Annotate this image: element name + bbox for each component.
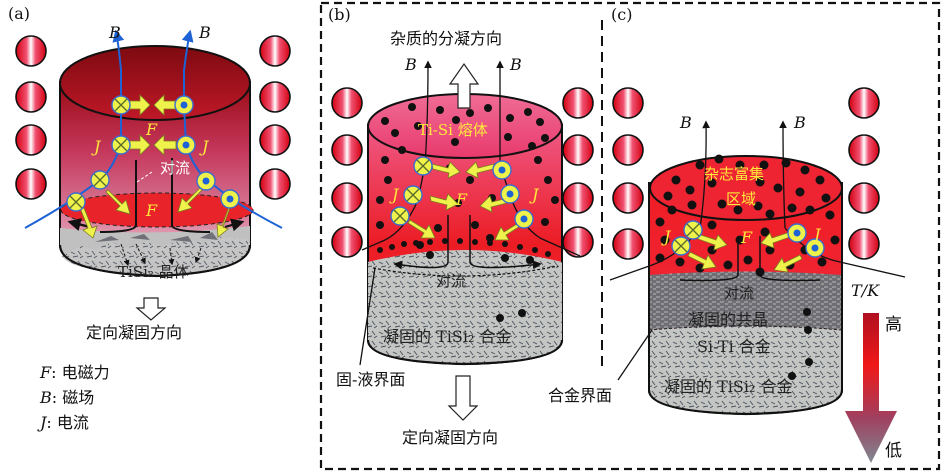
label-melt: Ti-Si 熔体: [418, 121, 488, 139]
current-out-of-page-icon: [220, 189, 240, 209]
label-B-left-b: B: [404, 55, 417, 74]
label-B-right-b: B: [509, 55, 522, 74]
label-F-top-a: F: [145, 120, 158, 139]
current-out-of-page-icon: [174, 95, 194, 115]
current-into-page-icon: [390, 206, 410, 226]
current-out-of-page-icon: [492, 160, 512, 180]
panel-c-tag: (c): [611, 5, 632, 24]
current-into-page-icon: [66, 192, 86, 212]
current-out-of-page-icon: [787, 223, 807, 243]
label-B-left-a: B: [108, 23, 121, 42]
label-solid-b: 凝固的 TiSi₂ 合金: [383, 327, 511, 346]
panel-b-tag: (b): [328, 5, 351, 24]
label-interface-b: 固-液界面: [336, 370, 405, 389]
label-J-left-b: J: [389, 185, 400, 204]
current-out-of-page-icon: [514, 209, 534, 229]
panel-b: (b) 杂质的分凝方向: [328, 5, 594, 447]
coil-icons-left: [612, 87, 644, 260]
panel-a-tag: (a): [8, 4, 30, 23]
force-arrows-c: [687, 231, 803, 273]
legend-item-B: B: 磁场: [39, 388, 94, 407]
panel-c: (c): [548, 5, 906, 463]
label-eutectic-2: Si-Ti 合金: [697, 337, 771, 356]
force-arrows-a: [79, 94, 232, 239]
solidification-arrow-b: [447, 375, 479, 421]
coil-icons-left: [331, 87, 363, 258]
current-into-page-icon: [413, 156, 433, 176]
label-eutectic-1: 凝固的共晶: [688, 310, 768, 329]
label-solid-c: 凝固的 TiSi₂ 合金: [664, 377, 792, 396]
current-out-of-page-icon: [176, 135, 196, 155]
label-impurity-region-2: 区域: [726, 190, 756, 208]
current-out-of-page-icon: [196, 171, 216, 191]
coil-icons-right: [259, 35, 291, 200]
current-into-page-icon: [671, 236, 691, 256]
label-low: 低: [885, 441, 902, 461]
label-convection-c: 对流: [724, 284, 754, 302]
label-B-right-a: B: [198, 23, 211, 42]
label-J-right-b: J: [529, 185, 540, 204]
coil-icons-left: [15, 35, 47, 200]
impurity-arrow: [448, 62, 480, 109]
label-J-left-c: J: [661, 227, 672, 246]
label-F-b: F: [455, 190, 468, 209]
legend-item-F: F: 电磁力: [39, 363, 110, 382]
panel-bc-frame: [319, 1, 941, 471]
label-crystal-a: TiSi₂ 晶体: [118, 263, 189, 281]
legend-item-J: J: 电流: [37, 413, 89, 432]
label-F-bottom-a: F: [145, 201, 158, 220]
label-B-right-c: B: [793, 113, 806, 132]
label-direction-b: 定向凝固方向: [402, 428, 498, 447]
current-into-page-icon: [111, 135, 131, 155]
coil-icons-right: [562, 87, 594, 258]
label-convection-a: 对流: [160, 159, 190, 177]
label-temperature-axis: T/K: [851, 281, 880, 300]
legend: F: 电磁力 B: 磁场 J: 电流: [37, 363, 110, 432]
label-F-c: F: [740, 228, 753, 247]
label-convection-b: 对流: [436, 272, 466, 290]
panel-a: (a): [8, 4, 291, 432]
label-J-left-a: J: [91, 137, 102, 156]
current-into-page-icon: [683, 220, 703, 240]
label-interface-c: 合金界面: [548, 386, 612, 405]
coil-icons-right: [848, 87, 880, 260]
label-high: 高: [885, 315, 902, 335]
solidification-arrow-a: [135, 297, 167, 321]
label-impurity-region-1: 杂志富集: [704, 165, 764, 183]
current-into-page-icon: [111, 95, 131, 115]
label-J-right-c: J: [811, 225, 822, 244]
label-B-left-c: B: [679, 113, 692, 132]
label-J-right-a: J: [199, 137, 210, 156]
current-into-page-icon: [90, 170, 110, 190]
label-direction-a: 定向凝固方向: [86, 323, 182, 342]
temperature-gradient-arrow: [845, 313, 897, 463]
current-out-of-page-icon: [500, 184, 520, 204]
force-arrows-b: [407, 161, 523, 241]
label-impurity-direction: 杂质的分凝方向: [390, 29, 502, 48]
current-into-page-icon: [403, 185, 423, 205]
